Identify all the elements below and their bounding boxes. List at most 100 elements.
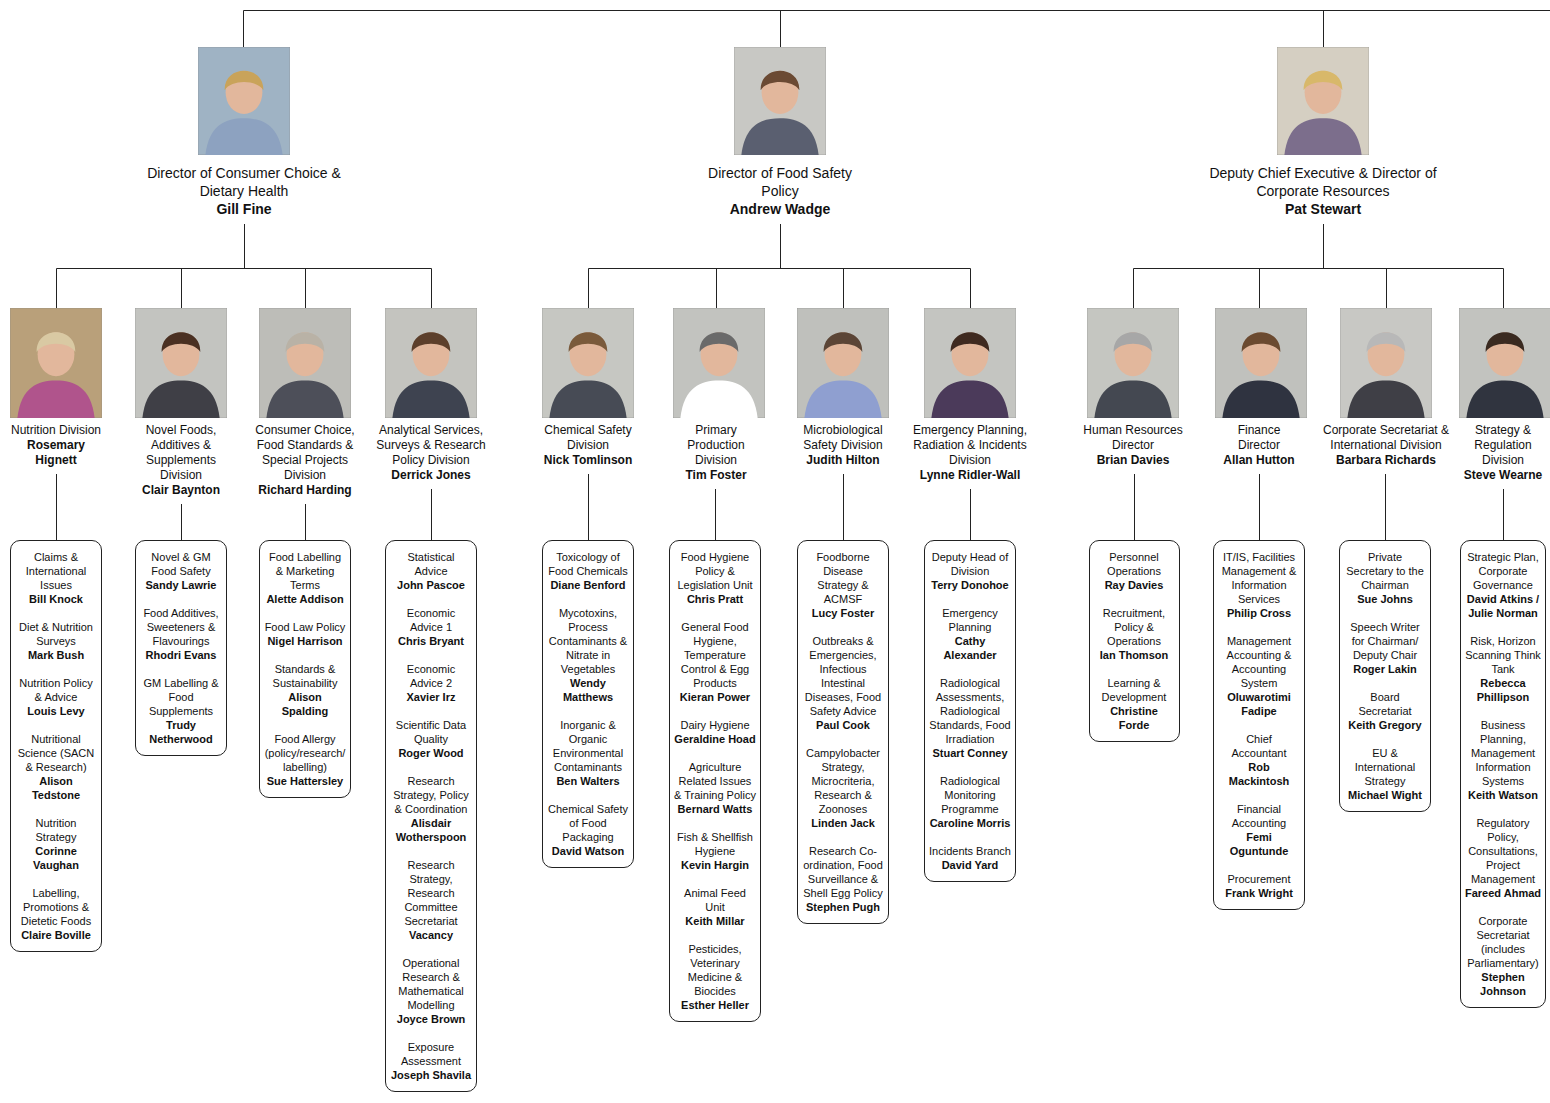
tree-connector (1134, 224, 1324, 308)
role-title: Deputy Head of Division (929, 550, 1011, 578)
division-head-card: Emergency Planning, Radiation & Incident… (906, 308, 1034, 483)
photo-background (542, 308, 634, 418)
photo-background (1459, 308, 1550, 418)
role-title: Procurement (1218, 872, 1300, 886)
photo-background (734, 47, 826, 155)
portrait-photo (198, 47, 290, 155)
role-title: Nutrition Strategy (15, 816, 97, 844)
person-name: Barbara Richards (1320, 453, 1452, 468)
photo-face (226, 71, 263, 114)
role-title: Recruitment, Policy & Operations (1094, 606, 1175, 648)
role-title: Primary Production Division (673, 423, 759, 468)
division-head-card: Human Resources DirectorBrian Davies (1080, 308, 1186, 468)
person-name: Derrick Jones (369, 468, 493, 483)
person-name: Alisdair Wotherspoon (390, 816, 472, 844)
division-head-card: Microbiological Safety DivisionJudith Hi… (794, 308, 892, 468)
director-card: Director of Food Safety PolicyAndrew Wad… (705, 47, 855, 218)
tree-connector (1324, 224, 1387, 308)
role-title: Economic Advice 1 (390, 606, 472, 634)
role-title: Dairy Hygiene (674, 718, 756, 732)
person-name: Esther Heller (674, 998, 756, 1012)
photo-hair (824, 332, 863, 352)
unit-list-box: Statistical AdviceJohn PascoeEconomic Ad… (385, 540, 477, 1092)
division-head-card: Strategy & Regulation DivisionSteve Wear… (1459, 308, 1547, 483)
person-name: Bernard Watts (674, 802, 756, 816)
person-name: Christine Forde (1094, 704, 1175, 732)
role-title: Emergency Planning, Radiation & Incident… (906, 423, 1034, 468)
portrait-frame (10, 308, 102, 418)
role-title: Mycotoxins, Process Contaminants & Nitra… (547, 606, 629, 676)
photo-hair (225, 71, 264, 90)
portrait-photo (259, 308, 351, 418)
person-name: Michael Wight (1344, 788, 1426, 802)
role-title: IT/IS, Facilities Management & Informati… (1218, 550, 1300, 606)
person-name: Gill Fine (137, 200, 351, 218)
portrait-frame (259, 308, 351, 418)
photo-background (135, 308, 227, 418)
photo-hair (412, 332, 451, 352)
portrait-photo (385, 308, 477, 418)
role-title: Outbreaks & Emergencies, Infectious Inte… (802, 634, 884, 718)
portrait-frame (1277, 47, 1369, 155)
person-name: Ian Thomson (1094, 648, 1175, 662)
role-title: Regulatory Policy, Consultations, Projec… (1465, 816, 1541, 886)
person-name: Alison Tedstone (15, 774, 97, 802)
portrait-photo (542, 308, 634, 418)
person-name: Brian Davies (1080, 453, 1186, 468)
person-name: Alette Addison (264, 592, 346, 606)
tree-connector (589, 224, 781, 308)
photo-background (1087, 308, 1179, 418)
role-title: Radiological Monitoring Programme (929, 774, 1011, 816)
role-title: Campylobacter Strategy, Microcriteria, R… (802, 746, 884, 816)
photo-background (385, 308, 477, 418)
photo-background (673, 308, 765, 418)
role-title: General Food Hygiene, Temperature Contro… (674, 620, 756, 690)
portrait-photo (135, 308, 227, 418)
person-name: Diane Benford (547, 578, 629, 592)
person-name: Femi Oguntunde (1218, 830, 1300, 858)
photo-background (1340, 308, 1432, 418)
portrait-frame (385, 308, 477, 418)
tree-connector (1324, 224, 1504, 308)
person-name: Sue Hattersley (264, 774, 346, 788)
person-name: Kevin Hargin (674, 858, 756, 872)
role-title: Personnel Operations (1094, 550, 1175, 578)
photo-shoulders (392, 381, 469, 418)
division-head-card: Corporate Secretariat & International Di… (1320, 308, 1452, 468)
photo-shoulders (1284, 118, 1361, 155)
photo-face (163, 332, 200, 376)
tree-connector (1260, 224, 1324, 308)
person-name: Lynne Ridler-Wall (906, 468, 1034, 483)
tree-connector (431, 489, 432, 540)
role-title: Foodborne Disease Strategy & ACMSF (802, 550, 884, 606)
tree-connector (781, 224, 844, 308)
role-title: Learning & Development (1094, 676, 1175, 704)
division-head-card: Novel Foods, Additives & Supplements Div… (135, 308, 227, 498)
unit-list-box: Personnel OperationsRay DaviesRecruitmen… (1089, 540, 1180, 742)
parent-drop-line (780, 11, 781, 48)
person-name: Keith Millar (674, 914, 756, 928)
photo-face (413, 332, 450, 376)
portrait-frame (734, 47, 826, 155)
photo-shoulders (1094, 381, 1171, 418)
division-head-card: Chemical Safety DivisionNick Tomlinson (540, 308, 636, 468)
portrait-photo (673, 308, 765, 418)
photo-hair (951, 332, 990, 352)
portrait-photo (924, 308, 1016, 418)
photo-hair (37, 332, 76, 352)
person-name: Allan Hutton (1215, 453, 1303, 468)
photo-hair (1367, 332, 1406, 352)
role-title: Claims & International Issues (15, 550, 97, 592)
photo-background (924, 308, 1016, 418)
role-title: Food Hygiene Policy & Legislation Unit (674, 550, 756, 592)
role-title: Research Co-ordination, Food Surveillanc… (802, 844, 884, 900)
person-name: Andrew Wadge (705, 200, 855, 218)
division-head-card: Finance DirectorAllan Hutton (1215, 308, 1303, 468)
photo-shoulders (804, 381, 881, 418)
person-name: Ben Walters (547, 774, 629, 788)
photo-background (10, 308, 102, 418)
role-title: Scientific Data Quality (390, 718, 472, 746)
role-title: Nutritional Science (SACN & Research) (15, 732, 97, 774)
photo-hair (569, 332, 608, 352)
tree-connector (588, 474, 589, 540)
